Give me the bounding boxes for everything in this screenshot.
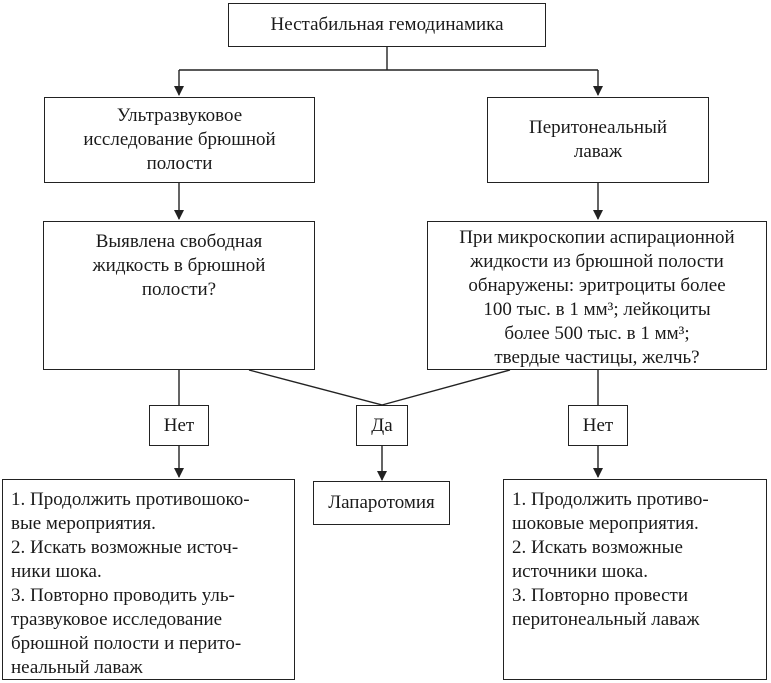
left-actions-node: 1. Продолжить противошоко- вые мероприят… [2, 479, 295, 680]
microscopy-question-node: При микроскопии аспирационной жидкости и… [427, 221, 767, 370]
no-label-right: Нет [568, 405, 628, 446]
microscopy-line: 100 тыс. в 1 мм³; лейкоциты [483, 299, 711, 320]
left-action-line: 3. Повторно проводить уль- [11, 585, 235, 606]
laparotomy-text: Лапаротомия [328, 492, 435, 513]
yes-label-text: Да [371, 414, 393, 436]
right-actions-node: 1. Продолжить противо- шоковые мероприят… [503, 479, 767, 680]
laparotomy-node: Лапаротомия [313, 481, 450, 525]
fluid-question-node: Выявлена свободная жидкость в брюшной по… [43, 221, 315, 370]
fluid-question-line: жидкость в брюшной [92, 255, 266, 276]
right-action-line: шоковые мероприятия. [512, 513, 699, 534]
right-action-line: источники шока. [512, 561, 648, 582]
lavage-line: лаваж [573, 141, 623, 162]
start-node-text: Нестабильная гемодинамика [270, 14, 504, 35]
left-action-line: 1. Продолжить противошоко- [11, 489, 250, 510]
ultrasound-node: Ультразвуковое исследование брюшной поло… [44, 97, 315, 183]
no-label-right-text: Нет [582, 414, 614, 436]
right-action-line: 2. Искать возможные [512, 537, 683, 558]
left-action-line: ники шока. [11, 561, 102, 582]
left-action-line: неальный лаваж [11, 657, 143, 678]
yes-label: Да [356, 405, 408, 446]
lavage-line: Перитонеальный [528, 117, 668, 138]
fluid-question-line: полости? [141, 279, 217, 300]
left-action-line: брюшной полости и перито- [11, 633, 242, 654]
right-action-line: перитонеальный лаваж [512, 609, 700, 630]
left-action-line: 2. Искать возможные источ- [11, 537, 239, 558]
ultrasound-line: исследование брюшной [83, 129, 276, 150]
start-node: Нестабильная гемодинамика [228, 3, 546, 47]
no-label-left: Нет [149, 405, 209, 446]
ultrasound-line: Ультразвуковое [116, 105, 243, 126]
ultrasound-line: полости [146, 153, 213, 174]
right-action-line: 3. Повторно провести [512, 585, 689, 606]
microscopy-line: твердые частицы, желчь? [494, 347, 700, 368]
right-action-line: 1. Продолжить противо- [512, 489, 709, 510]
no-label-left-text: Нет [163, 414, 195, 436]
microscopy-line: При микроскопии аспирационной [459, 227, 735, 248]
microscopy-line: жидкости из брюшной полости [470, 251, 724, 272]
microscopy-line: более 500 тыс. в 1 мм³; [504, 323, 690, 344]
fluid-question-line: Выявлена свободная [95, 231, 263, 252]
left-action-line: вые мероприятия. [11, 513, 156, 534]
lavage-node: Перитонеальный лаваж [487, 97, 709, 183]
left-action-line: тразвуковое исследование [11, 609, 223, 630]
microscopy-line: обнаружены: эритроциты более [468, 275, 726, 296]
